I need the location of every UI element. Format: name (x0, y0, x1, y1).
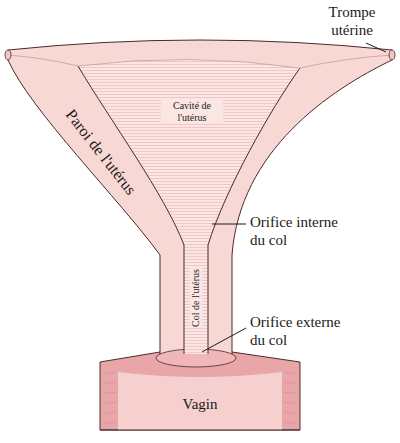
tube-end (5, 50, 11, 60)
uterine-cavity (78, 59, 300, 354)
part-label: Trompe utérine (310, 3, 394, 39)
vagina-lumen (118, 372, 282, 430)
tube-end (389, 50, 395, 60)
part-label: Orifice externe du col (250, 313, 350, 349)
part-label: Col de l'utérus (190, 268, 202, 328)
part-label: Vagin (183, 395, 218, 413)
leader-line (202, 328, 246, 352)
part-label: Cavité de l'utérus (161, 100, 223, 124)
cavity-top-line (78, 59, 300, 68)
tube-lumen (300, 55, 392, 68)
vagina-edge (100, 430, 300, 431)
leader-line (366, 43, 386, 52)
vaginal-rugae (103, 372, 297, 424)
leader-line (212, 224, 246, 225)
tube-lumen (8, 55, 78, 66)
uterus-wall (8, 40, 392, 356)
part-label: Orifice interne du col (250, 213, 350, 249)
